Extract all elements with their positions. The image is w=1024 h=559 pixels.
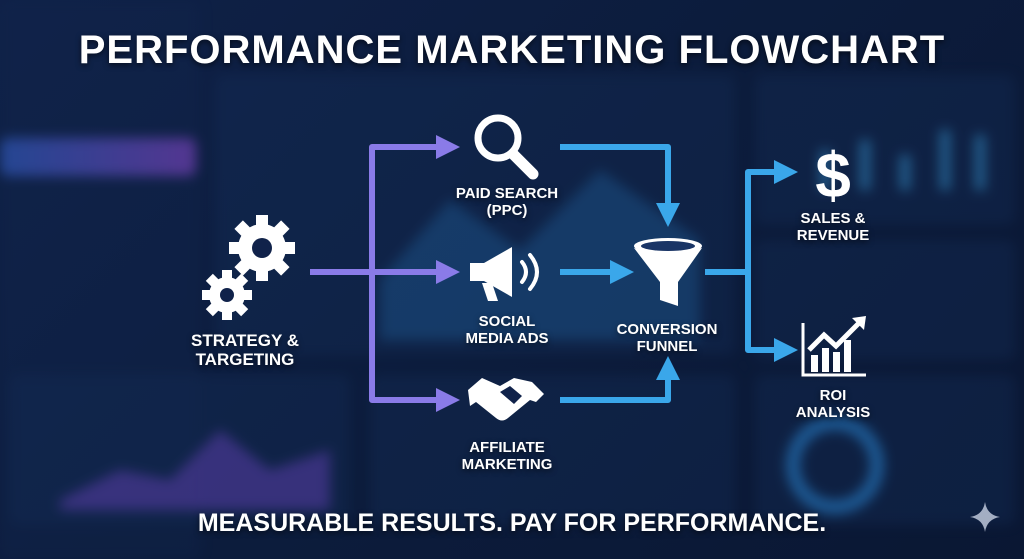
label-line: MEDIA ADS [465,329,549,347]
gears-icon [202,215,295,320]
arrow-affiliate-to-funnel [560,356,680,403]
label-line: SALES & [800,210,866,227]
funnel-icon [634,238,702,306]
arrow-to-sales [745,160,798,272]
arrow-to-roi [745,272,798,362]
label-line: ANALYSIS [795,403,871,421]
node-paid-search-label: PAID SEARCH(PPC) [417,185,597,219]
node-strategy-label: STRATEGY &TARGETING [155,331,335,369]
handshake-icon [468,378,544,421]
label-line: STRATEGY & [191,331,299,350]
page-title: PERFORMANCE MARKETING FLOWCHART [78,28,946,72]
arrow-to-affiliate [369,272,460,412]
dollar-icon: $ [815,139,851,211]
label-line: PAID SEARCH [455,185,559,202]
magnifier-icon [474,114,539,180]
label-line: ROI [819,387,847,404]
label-line: (PPC) [486,201,528,219]
footer-tagline: MEASURABLE RESULTS. PAY FOR PERFORMANCE. [197,509,827,537]
megaphone-icon [470,247,539,301]
arrow-to-paid-search [369,135,460,272]
label-line: FUNNEL [636,337,698,355]
growth-chart-icon [801,316,866,377]
label-line: MARKETING [461,455,553,473]
label-line: SOCIAL [478,313,536,330]
label-line: CONVERSION [616,321,718,338]
node-sales-label: SALES &REVENUE [743,210,923,244]
sparkle-icon [970,502,1000,532]
label-line: REVENUE [796,226,870,244]
arrow-paid-to-funnel [560,144,680,227]
label-line: AFFILIATE [469,439,545,456]
label-line: TARGETING [195,349,295,369]
